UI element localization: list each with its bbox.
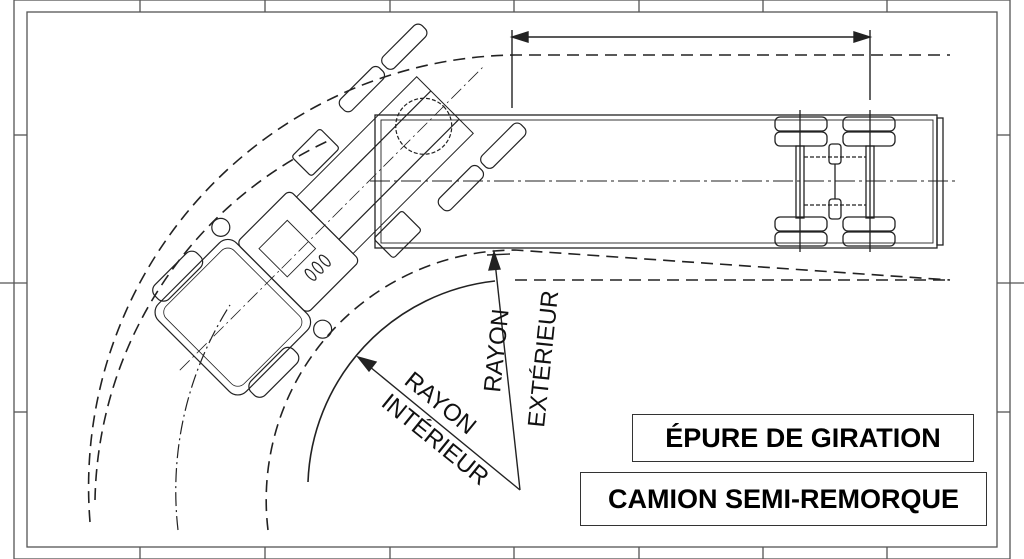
swept-path-arcs <box>87 54 951 531</box>
drawing-title: ÉPURE DE GIRATION <box>632 414 974 462</box>
label-outer-radius-2: EXTÉRIEUR <box>523 289 564 428</box>
label-outer-radius-1: RAYON <box>479 308 515 394</box>
tractor-unit <box>152 23 527 398</box>
wheelbase-dimension <box>509 30 873 108</box>
drawing-subtitle: CAMION SEMI-REMORQUE <box>580 472 987 526</box>
radius-arrows <box>356 249 521 491</box>
trailer <box>370 110 955 252</box>
trailer-axles <box>774 110 896 252</box>
